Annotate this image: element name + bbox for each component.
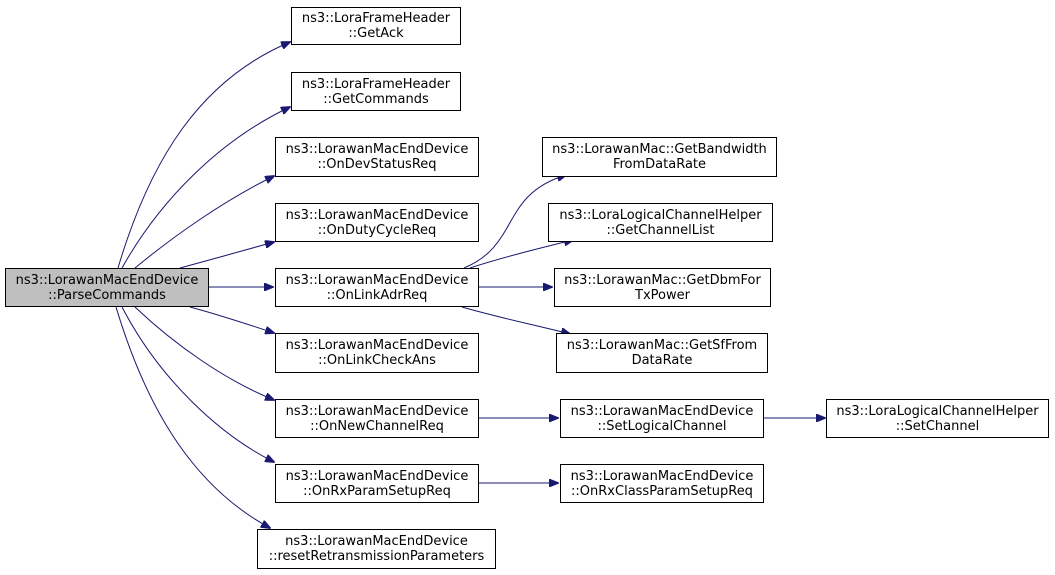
edge-parse-commands-to-on-duty-cycle-req	[179, 242, 274, 269]
node-on-link-adr-req-line2: ::OnLinkAdrReq	[326, 287, 428, 303]
node-on-rx-param-setup-req-line2: ::OnRxParamSetupReq	[303, 483, 451, 499]
node-on-link-check-ans[interactable]: ns3::LorawanMacEndDevice ::OnLinkCheckAn…	[275, 333, 479, 373]
node-get-commands-line2: ::GetCommands	[323, 91, 429, 107]
node-set-channel-line1: ns3::LoraLogicalChannelHelper	[836, 403, 1039, 419]
node-on-rx-class-param-setup-req-line1: ns3::LorawanMacEndDevice	[570, 468, 754, 484]
node-on-dev-status-req-line1: ns3::LorawanMacEndDevice	[285, 142, 469, 157]
node-on-rx-param-setup-req[interactable]: ns3::LorawanMacEndDevice ::OnRxParamSetu…	[275, 464, 479, 503]
edge-on-link-adr-req-to-get-bandwidth	[463, 175, 566, 269]
node-on-link-check-ans-line2: ::OnLinkCheckAns	[318, 353, 436, 368]
node-set-channel[interactable]: ns3::LoraLogicalChannelHelper ::SetChann…	[826, 399, 1049, 438]
node-get-bandwidth-line1: ns3::LorawanMac::GetBandwidth	[552, 142, 767, 157]
node-on-rx-class-param-setup-req[interactable]: ns3::LorawanMacEndDevice ::OnRxClassPara…	[560, 464, 764, 503]
node-get-ack-line2: ::GetAck	[348, 26, 404, 41]
node-parse-commands[interactable]: ns3::LorawanMacEndDevice ::ParseCommands	[5, 268, 209, 307]
node-parse-commands-line1: ns3::LorawanMacEndDevice	[15, 272, 199, 288]
node-get-ack-line1: ns3::LoraFrameHeader	[301, 11, 451, 26]
node-reset-retransmission-line1: ns3::LorawanMacEndDevice	[285, 534, 468, 549]
node-get-channel-list[interactable]: ns3::LoraLogicalChannelHelper ::GetChann…	[548, 203, 773, 242]
node-set-logical-channel[interactable]: ns3::LorawanMacEndDevice ::SetLogicalCha…	[560, 399, 764, 438]
node-get-dbm-for-tx-power-line2: TxPower	[635, 287, 690, 303]
edge-parse-commands-to-get-commands	[121, 107, 290, 269]
node-get-ack[interactable]: ns3::LoraFrameHeader ::GetAck	[291, 7, 461, 45]
node-reset-retransmission-line2: ::resetRetransmissionParameters	[268, 549, 485, 564]
node-set-logical-channel-line2: ::SetLogicalChannel	[597, 418, 727, 434]
node-get-bandwidth-from-data-rate[interactable]: ns3::LorawanMac::GetBandwidth FromDataRa…	[542, 137, 777, 177]
node-get-dbm-for-tx-power-line1: ns3::LorawanMac::GetDbmFor	[564, 272, 761, 288]
node-get-bandwidth-line2: FromDataRate	[612, 157, 707, 172]
node-get-channel-list-line2: ::GetChannelList	[606, 222, 715, 238]
node-reset-retransmission-parameters[interactable]: ns3::LorawanMacEndDevice ::resetRetransm…	[257, 529, 496, 569]
node-on-new-channel-req-line1: ns3::LorawanMacEndDevice	[285, 403, 469, 419]
node-on-dev-status-req[interactable]: ns3::LorawanMacEndDevice ::OnDevStatusRe…	[275, 137, 479, 177]
node-on-duty-cycle-req-line2: ::OnDutyCycleReq	[317, 222, 437, 238]
edge-parse-commands-to-on-link-check-ans	[189, 306, 274, 333]
node-get-channel-list-line1: ns3::LoraLogicalChannelHelper	[559, 207, 762, 223]
edge-parse-commands-to-on-new-channel-req	[134, 306, 274, 400]
node-on-dev-status-req-line2: ::OnDevStatusReq	[317, 157, 437, 172]
node-on-duty-cycle-req[interactable]: ns3::LorawanMacEndDevice ::OnDutyCycleRe…	[275, 203, 479, 242]
node-set-logical-channel-line1: ns3::LorawanMacEndDevice	[570, 403, 754, 419]
node-on-rx-class-param-setup-req-line2: ::OnRxClassParamSetupReq	[571, 483, 753, 499]
node-on-duty-cycle-req-line1: ns3::LorawanMacEndDevice	[285, 207, 469, 223]
edge-parse-commands-to-get-ack	[117, 42, 290, 269]
edge-parse-commands-to-on-rx-param-setup-req	[121, 306, 274, 462]
edge-parse-commands-to-reset-retransmission	[115, 306, 270, 528]
node-on-link-check-ans-line1: ns3::LorawanMacEndDevice	[285, 338, 469, 353]
node-get-sf-from-data-rate-line1: ns3::LorawanMac::GetSfFrom	[566, 338, 758, 353]
node-set-channel-line2: ::SetChannel	[895, 418, 980, 434]
node-on-new-channel-req-line2: ::OnNewChannelReq	[310, 418, 444, 434]
node-on-rx-param-setup-req-line1: ns3::LorawanMacEndDevice	[285, 468, 469, 484]
edge-on-link-adr-req-to-get-sf-from-data-rate	[461, 306, 570, 334]
node-parse-commands-line2: ::ParseCommands	[48, 287, 166, 303]
node-on-link-adr-req[interactable]: ns3::LorawanMacEndDevice ::OnLinkAdrReq	[275, 268, 479, 307]
edge-on-link-adr-req-to-get-channel-list	[469, 240, 573, 269]
node-on-new-channel-req[interactable]: ns3::LorawanMacEndDevice ::OnNewChannelR…	[275, 399, 479, 438]
node-on-link-adr-req-line1: ns3::LorawanMacEndDevice	[285, 272, 469, 288]
node-get-sf-from-data-rate-line2: DataRate	[631, 353, 693, 368]
edge-parse-commands-to-on-dev-status-req	[134, 176, 274, 269]
node-get-commands-line1: ns3::LoraFrameHeader	[301, 76, 451, 92]
node-get-dbm-for-tx-power[interactable]: ns3::LorawanMac::GetDbmFor TxPower	[554, 268, 771, 307]
node-get-sf-from-data-rate[interactable]: ns3::LorawanMac::GetSfFrom DataRate	[556, 333, 768, 373]
node-get-commands[interactable]: ns3::LoraFrameHeader ::GetCommands	[291, 72, 461, 111]
